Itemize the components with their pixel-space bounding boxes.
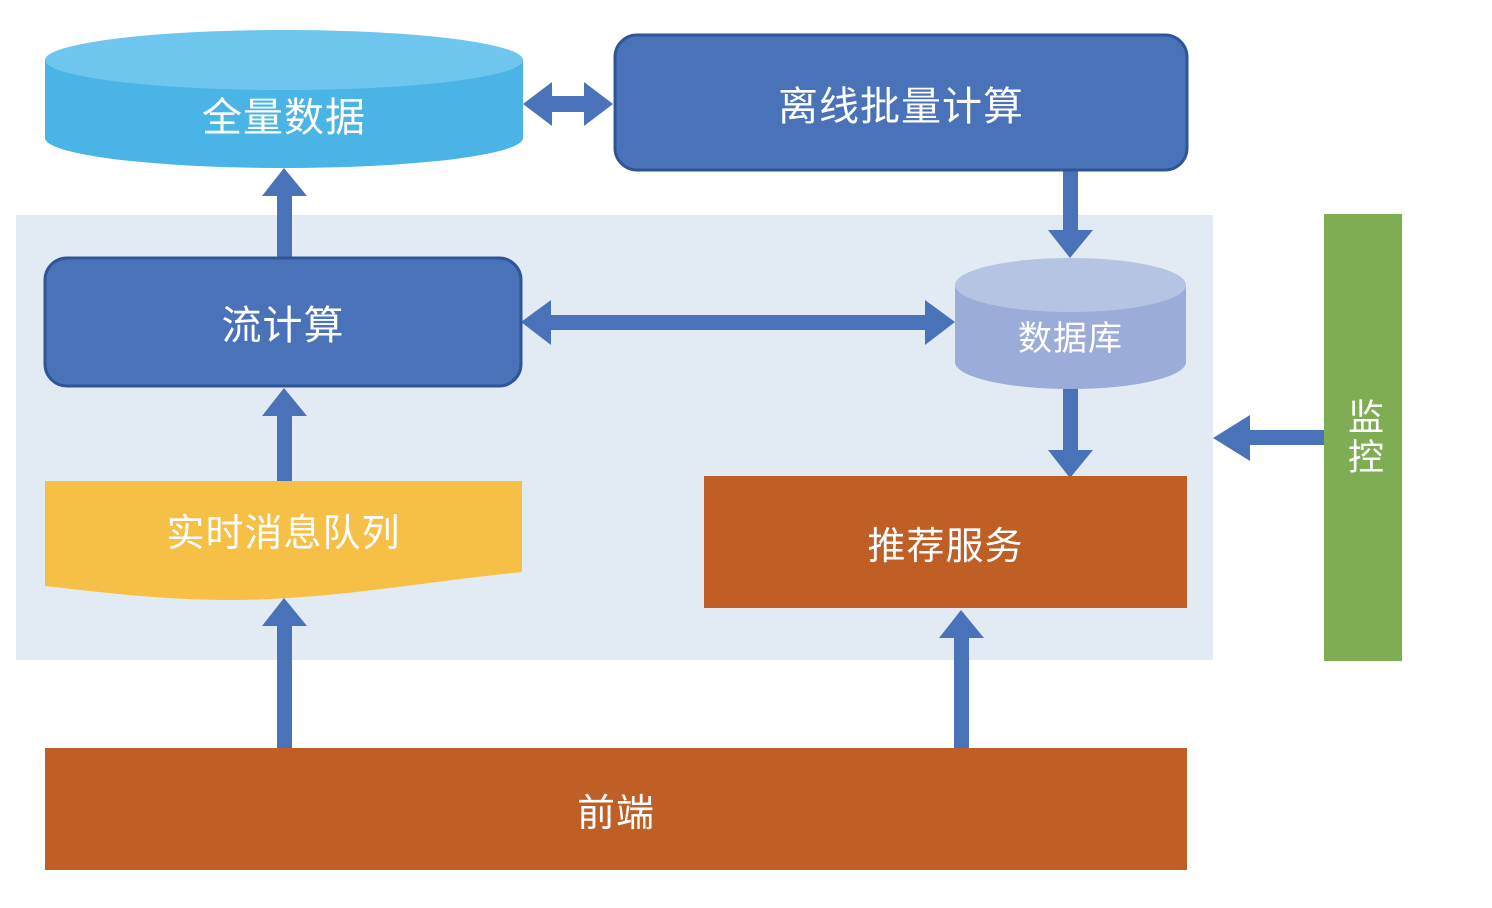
node-frontend[interactable] — [45, 748, 1187, 870]
edge-database-recommendservice — [1048, 388, 1093, 478]
node-message-queue[interactable] — [45, 481, 522, 600]
edge-messagequeue-streamcompute — [262, 388, 307, 482]
edge-streamcompute-database — [521, 300, 955, 345]
edge-streamcompute-fulldata — [262, 168, 307, 260]
node-stream-compute[interactable] — [43, 256, 523, 388]
node-recommend-service[interactable] — [704, 476, 1187, 608]
edge-monitor-panel — [1213, 415, 1324, 461]
node-monitor[interactable] — [1324, 214, 1402, 661]
node-full-data[interactable] — [45, 30, 523, 168]
edge-fulldata-offlinebatch — [523, 82, 613, 126]
node-database[interactable] — [955, 258, 1186, 389]
edge-frontend-messagequeue — [262, 598, 307, 750]
node-offline-batch[interactable] — [613, 33, 1189, 172]
edge-offlinebatch-database — [1048, 170, 1093, 258]
edge-frontend-recommendservice — [939, 610, 984, 750]
